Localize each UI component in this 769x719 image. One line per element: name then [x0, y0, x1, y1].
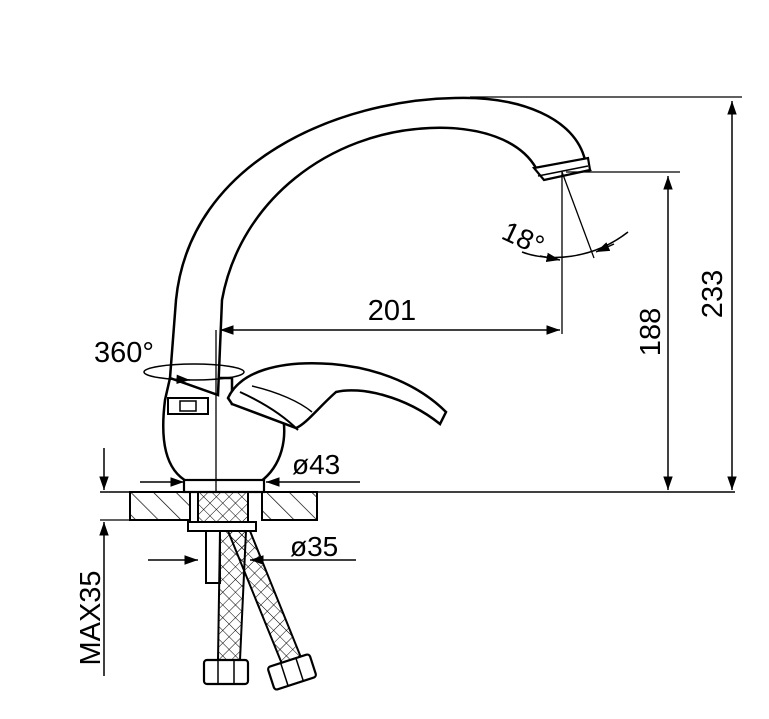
label-swivel: 360°	[94, 337, 154, 369]
countertop-left	[129, 491, 191, 521]
label-total-height: 233	[697, 270, 729, 318]
label-spout-reach: 201	[368, 295, 416, 327]
label-spout-angle: 18°	[497, 215, 548, 261]
lever-handle	[226, 362, 448, 431]
swivel-indicator: 360°	[94, 337, 245, 385]
label-shank-diameter: ø35	[290, 531, 338, 562]
lever-edge	[239, 391, 299, 431]
angle-arrow-right	[595, 242, 615, 253]
swivel-ellipse	[143, 363, 245, 381]
lever-body	[226, 362, 448, 430]
spout	[168, 96, 592, 397]
hose-nut-left	[202, 658, 250, 686]
dim-base-diameter: ø43	[140, 449, 360, 487]
mounting-shank	[187, 491, 257, 584]
faucet-body	[162, 376, 286, 494]
angle-arc	[521, 231, 629, 259]
mounting-nut	[187, 521, 257, 532]
swivel-ring-inner	[179, 400, 197, 412]
dim-total-height: 233	[470, 96, 742, 490]
hose-nut-right-facet-2	[295, 657, 305, 682]
shank-body	[197, 491, 249, 523]
angle-line	[561, 171, 595, 259]
label-base-diameter: ø43	[292, 449, 340, 480]
countertop-right	[261, 491, 318, 521]
label-max-thickness: MAX35	[75, 570, 107, 665]
dim-outlet-height: 188	[566, 171, 680, 490]
hose-nut-right	[267, 653, 317, 691]
dim-spout-angle: 18°	[497, 171, 629, 262]
dim-max-thickness: MAX35	[75, 448, 130, 676]
angle-arrow-left	[539, 252, 561, 262]
flex-hoses	[202, 530, 317, 691]
aerator-line	[537, 165, 589, 177]
swivel-arrow	[169, 374, 191, 385]
hose-nut-right-facet	[279, 662, 289, 687]
base-flange	[182, 478, 266, 494]
hose-nut-right-body	[267, 653, 317, 691]
countertop-section	[100, 491, 735, 521]
label-outlet-height: 188	[635, 308, 667, 356]
dim-shank-diameter: ø35	[148, 531, 356, 565]
lever-contour	[251, 385, 313, 413]
threaded-stud	[205, 530, 221, 584]
dim-spout-reach: 201	[220, 172, 563, 335]
